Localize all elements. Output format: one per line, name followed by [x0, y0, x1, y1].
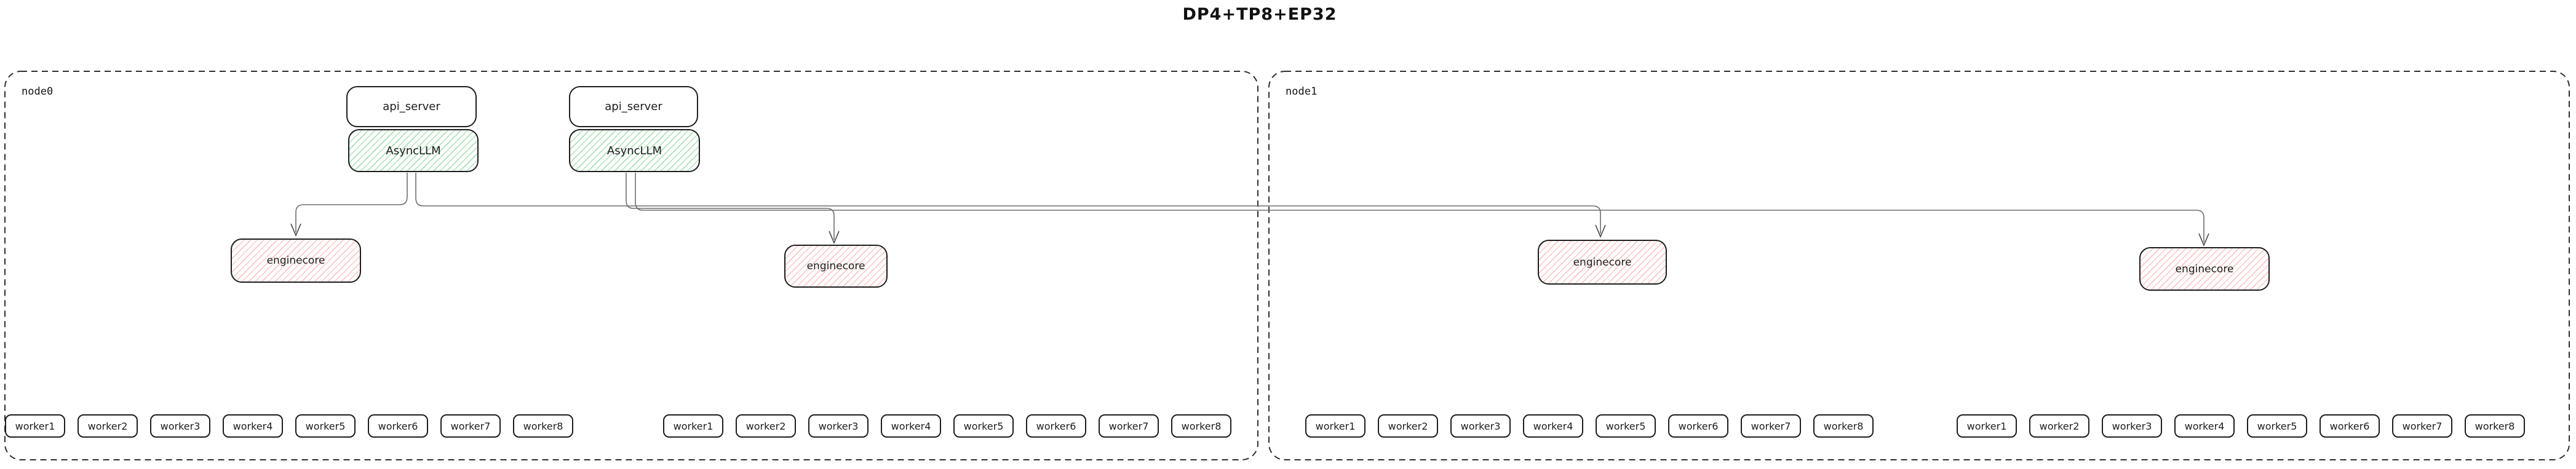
- worker-box: worker6: [1026, 414, 1086, 438]
- worker-box: worker4: [881, 414, 941, 438]
- worker-box: worker8: [513, 414, 573, 438]
- worker-box: worker3: [2102, 414, 2162, 438]
- worker-box: worker1: [1305, 414, 1366, 438]
- worker-box: worker7: [1099, 414, 1159, 438]
- node1-boundary: [1268, 71, 2570, 460]
- asyncllm-box-2: AsyncLLM: [569, 129, 700, 172]
- edge-asyncllm2-enginecore2: [626, 173, 835, 240]
- worker-box: worker7: [1741, 414, 1801, 438]
- worker-group-2: worker1 worker2 worker3 worker4 worker5 …: [663, 414, 1231, 438]
- edge-asyncllm2-enginecore4: [635, 173, 2204, 242]
- diagram-title: DP4+TP8+EP32: [1182, 5, 1337, 24]
- asyncllm-box-1: AsyncLLM: [348, 129, 479, 172]
- worker-box: worker1: [663, 414, 723, 438]
- edge-asyncllm1-enginecore1: [295, 173, 408, 232]
- worker-box: worker1: [1957, 414, 2017, 438]
- worker-group-3: worker1 worker2 worker3 worker4 worker5 …: [1305, 414, 1874, 438]
- worker-box: worker2: [1378, 414, 1438, 438]
- worker-box: worker5: [295, 414, 356, 438]
- arrowhead-enginecore2: [829, 231, 840, 245]
- arrowhead-enginecore3: [1595, 224, 1606, 238]
- enginecore-box-4: enginecore: [2139, 247, 2270, 291]
- node1-label: node1: [1286, 85, 1318, 98]
- worker-box: worker8: [2465, 414, 2525, 438]
- node0-label: node0: [22, 85, 54, 98]
- worker-group-4: worker1 worker2 worker3 worker4 worker5 …: [1957, 414, 2525, 438]
- worker-box: worker1: [5, 414, 65, 438]
- worker-box: worker6: [368, 414, 428, 438]
- worker-box: worker2: [78, 414, 138, 438]
- worker-box: worker5: [1596, 414, 1656, 438]
- worker-box: worker2: [736, 414, 796, 438]
- api-server-box-2: api_server: [569, 86, 698, 127]
- worker-group-1: worker1 worker2 worker3 worker4 worker5 …: [5, 414, 573, 438]
- arrowhead-enginecore4: [2198, 233, 2209, 247]
- worker-box: worker8: [1813, 414, 1874, 438]
- enginecore-box-2: enginecore: [784, 245, 888, 288]
- edge-asyncllm1-enginecore3: [415, 173, 1601, 234]
- worker-box: worker3: [150, 414, 210, 438]
- arrowhead-enginecore1: [290, 223, 301, 237]
- worker-box: worker6: [1668, 414, 1728, 438]
- node0-boundary: [4, 71, 1258, 460]
- worker-box: worker4: [223, 414, 283, 438]
- worker-box: worker3: [808, 414, 869, 438]
- api-server-box-1: api_server: [346, 86, 477, 127]
- worker-box: worker4: [2174, 414, 2235, 438]
- worker-box: worker3: [1450, 414, 1511, 438]
- worker-box: worker5: [953, 414, 1014, 438]
- worker-box: worker7: [2392, 414, 2452, 438]
- worker-box: worker2: [2029, 414, 2089, 438]
- enginecore-box-1: enginecore: [231, 238, 361, 283]
- worker-box: worker6: [2320, 414, 2380, 438]
- worker-box: worker8: [1171, 414, 1231, 438]
- worker-box: worker4: [1523, 414, 1583, 438]
- enginecore-box-3: enginecore: [1538, 240, 1667, 285]
- worker-box: worker5: [2247, 414, 2307, 438]
- worker-box: worker7: [440, 414, 501, 438]
